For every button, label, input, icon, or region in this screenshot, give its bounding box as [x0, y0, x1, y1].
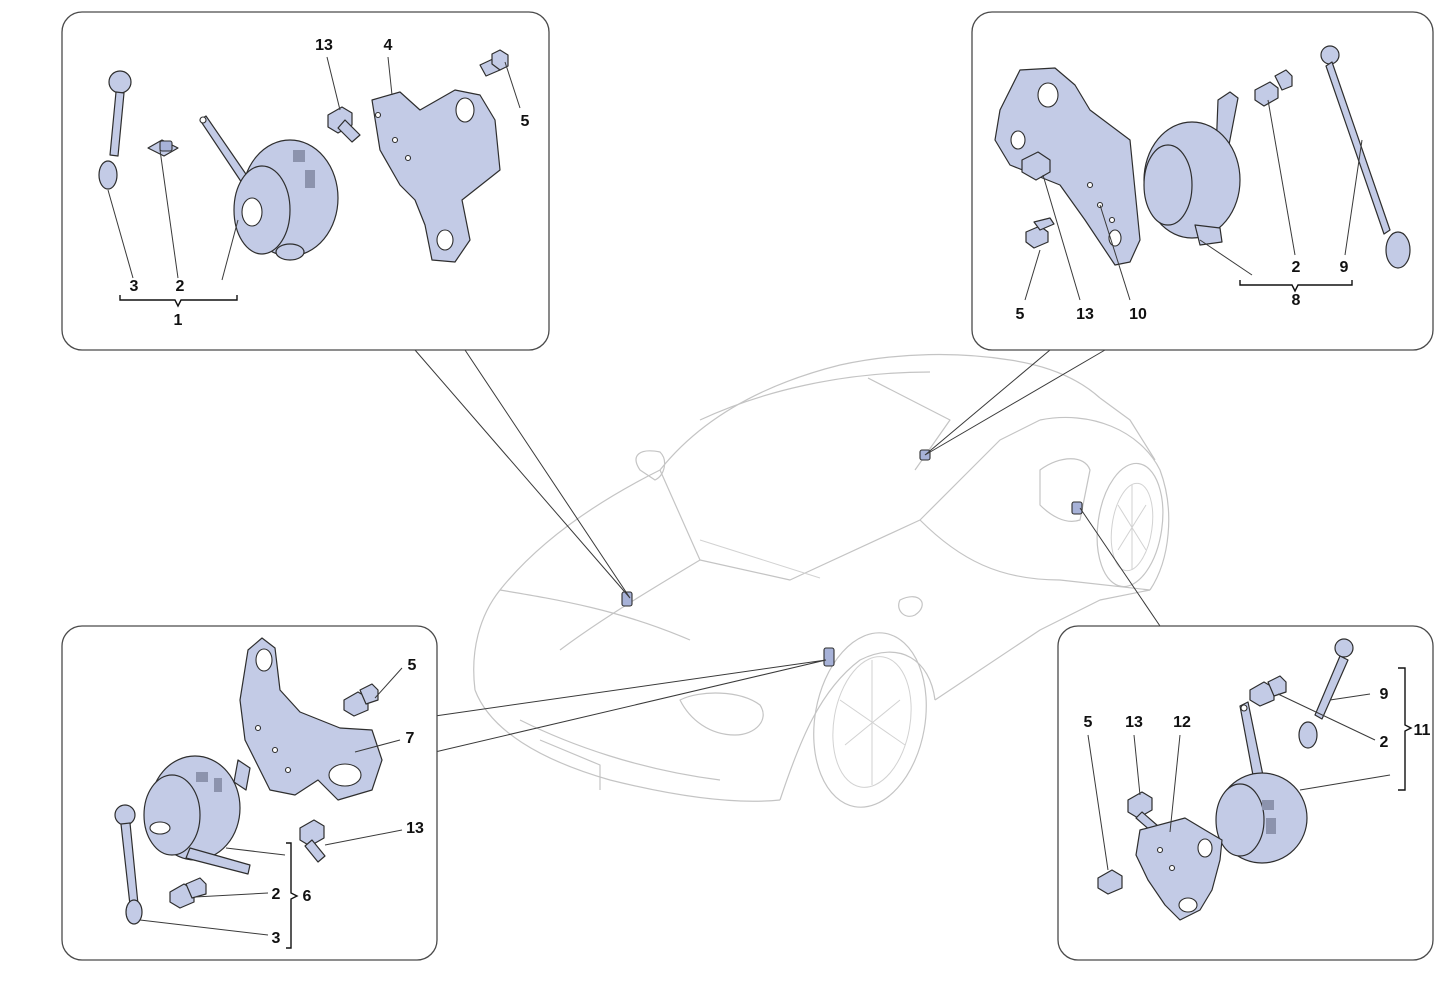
label-3: 3: [272, 930, 281, 947]
label-5: 5: [408, 657, 417, 674]
height-sensor-part: [1215, 701, 1308, 864]
height-sensor-part: [199, 115, 339, 261]
bolt-13-part: [327, 106, 361, 143]
bracket-4-part: [371, 89, 501, 263]
label-10: 10: [1129, 306, 1147, 323]
bracket-12-part: [1135, 817, 1223, 921]
bracket-7-part: [239, 637, 383, 801]
label-9: 9: [1380, 686, 1389, 703]
label-11: 11: [1414, 722, 1431, 739]
height-sensor-part: [143, 755, 251, 875]
label-9: 9: [1340, 259, 1349, 276]
bolt-13-part: [1021, 151, 1051, 181]
link-rod-part: [98, 70, 132, 190]
bolt-2-part: [1254, 69, 1293, 107]
bolt-5-part: [1097, 869, 1123, 895]
link-rod-part: [1298, 638, 1354, 749]
label-3: 3: [130, 278, 139, 295]
label-1: 1: [174, 312, 183, 329]
label-12: 12: [1173, 714, 1191, 731]
label-13: 13: [1076, 306, 1094, 323]
link-rod-part: [114, 804, 143, 925]
panel-top-right-parts: 5 13 10 2 9 8: [994, 45, 1411, 323]
label-2: 2: [1292, 259, 1301, 276]
sensor-markers: [621, 449, 1083, 667]
label-5: 5: [1016, 306, 1025, 323]
bolt-5-part: [1025, 217, 1055, 249]
label-2: 2: [176, 278, 185, 295]
height-sensor-part: [1143, 91, 1241, 246]
label-2: 2: [272, 886, 281, 903]
label-13: 13: [1125, 714, 1143, 731]
label-2: 2: [1380, 734, 1389, 751]
label-13: 13: [406, 820, 424, 837]
label-7: 7: [406, 730, 415, 747]
bolt-5-part: [343, 683, 379, 717]
bolt-2-part: [169, 877, 207, 909]
label-5: 5: [1084, 714, 1093, 731]
bolt-13-part: [299, 819, 326, 863]
label-4: 4: [384, 37, 393, 54]
car-outline: [473, 353, 1170, 808]
label-8: 8: [1292, 292, 1301, 309]
bolt-2-part: [1249, 675, 1287, 707]
label-5: 5: [521, 113, 530, 130]
panel-bottom-left-parts: 5 7 13 2 6 3: [114, 637, 424, 949]
label-6: 6: [303, 888, 312, 905]
panel-top-left-parts: 3 2 1 13 4 5: [98, 37, 530, 329]
label-13: 13: [315, 37, 333, 54]
bolt-part: [147, 139, 179, 157]
bolt-5-part: [479, 49, 509, 77]
link-rod-part: [1320, 45, 1411, 269]
panel-bottom-left: [61, 625, 438, 961]
panel-bottom-right-parts: 5 13 12 9 2 11: [1084, 638, 1431, 921]
